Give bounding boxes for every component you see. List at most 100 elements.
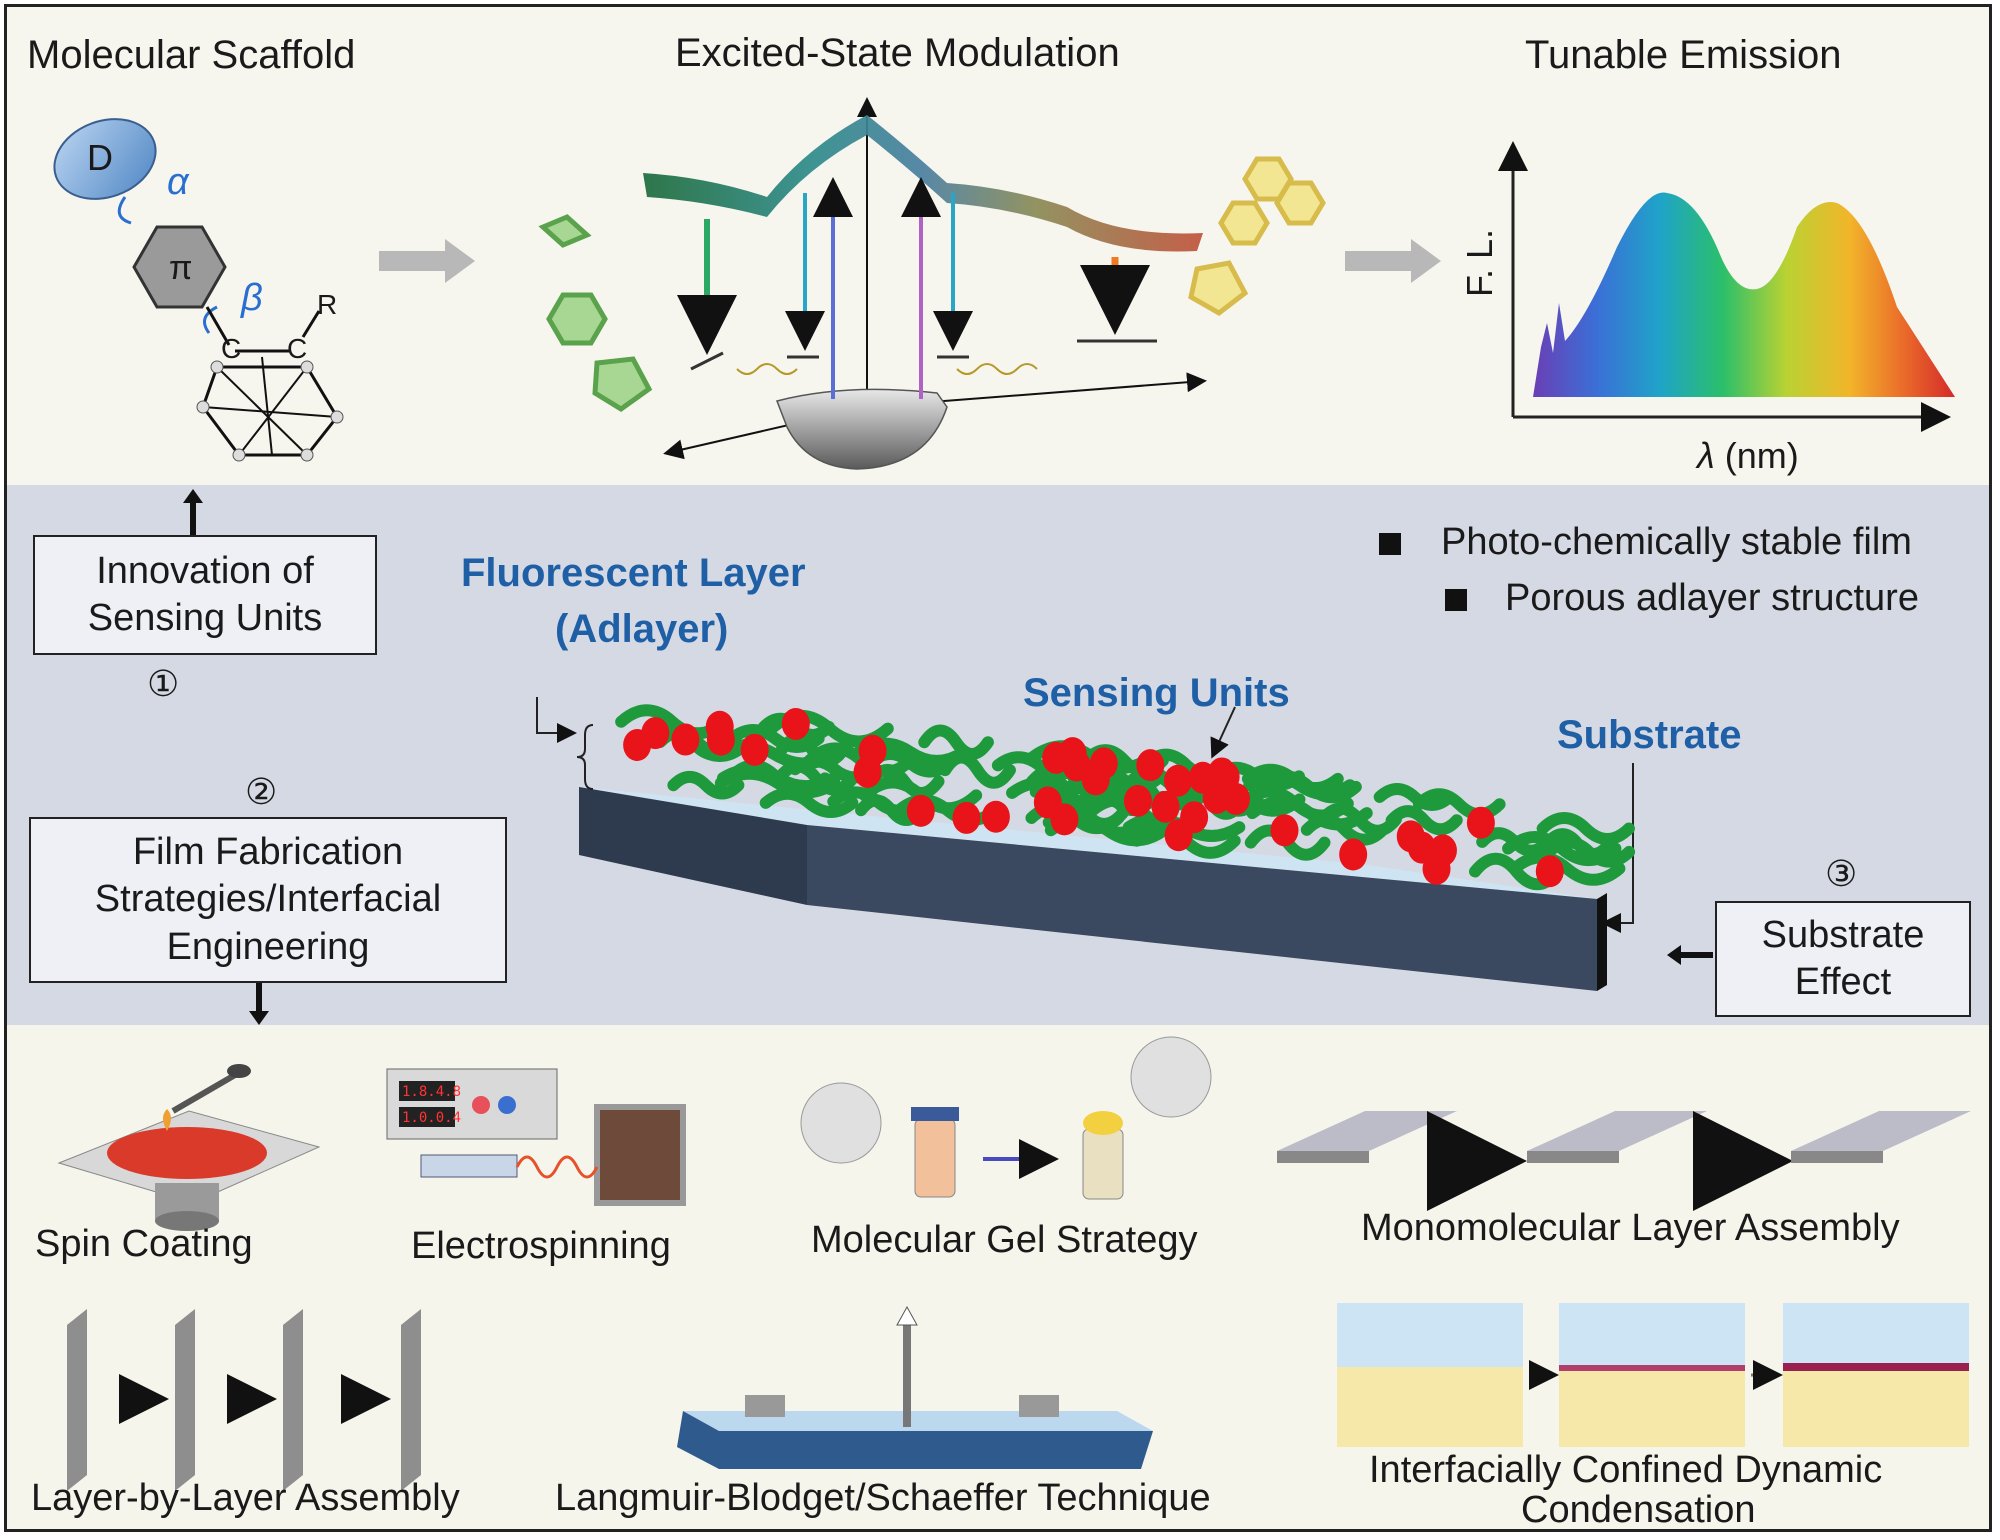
fluorescent-layer-label: Fluorescent Layer xyxy=(461,551,806,595)
monomolecular-illustration xyxy=(1277,1111,1971,1211)
illustration-layer xyxy=(53,97,1971,1491)
spectrum-ylabel: F. L. xyxy=(1459,228,1500,297)
sensing-unit-dot xyxy=(671,723,700,756)
interfacial-caption-line1: Interfacially Confined Dynamic xyxy=(1369,1449,1883,1491)
sensing-unit-dot xyxy=(906,794,935,827)
pi-label: π xyxy=(169,249,193,287)
interfacial-caption-line2: Condensation xyxy=(1521,1489,1756,1531)
film-fabrication-box: Film Fabrication Strategies/Interfacial … xyxy=(29,817,507,983)
arrow-to-excited-state xyxy=(379,239,475,283)
sensing-unit-dot xyxy=(1151,790,1180,823)
left-arrow-head xyxy=(1667,945,1681,965)
sensing-unit-dot xyxy=(1136,749,1165,782)
fluorescent-adlayer xyxy=(615,704,1636,891)
langmuir-caption: Langmuir-Blodget/Schaeffer Technique xyxy=(555,1477,1211,1519)
sensing-unit-dot xyxy=(1428,834,1457,867)
bullet-porous-structure: Porous adlayer structure xyxy=(1505,577,1919,619)
polymer-strand xyxy=(1536,812,1635,845)
polymer-strand xyxy=(759,787,859,819)
polymer-strand xyxy=(1543,836,1636,868)
bullet-square xyxy=(1379,533,1401,555)
carbon-label-2: C xyxy=(287,333,308,364)
polymer-strand xyxy=(1373,783,1456,811)
r-group-label: R xyxy=(317,289,338,320)
molecular-gel-illustration xyxy=(800,1036,1212,1200)
alpha-label: α xyxy=(167,161,189,203)
sensing-unit-dot xyxy=(853,755,882,788)
sensing-unit-dot xyxy=(706,723,735,756)
sensing-unit-dot xyxy=(952,801,981,834)
polymer-strand xyxy=(1243,770,1356,801)
langmuir-illustration xyxy=(677,1305,1153,1469)
molecular-gel-caption: Molecular Gel Strategy xyxy=(811,1219,1198,1261)
device-display-1: 1.8.4.8 xyxy=(402,1084,462,1100)
excited-state-title: Excited-State Modulation xyxy=(675,31,1120,75)
sensing-unit-dot xyxy=(1270,814,1299,847)
lambda-symbol: λ xyxy=(1697,435,1715,476)
sensing-unit-dot xyxy=(981,800,1010,833)
nm-unit: (nm) xyxy=(1714,435,1799,476)
polymer-strand xyxy=(1316,802,1402,837)
interfacial-condensation-illustration xyxy=(1337,1303,1969,1447)
energy-diagram xyxy=(643,97,1207,470)
adlayer-label: (Adlayer) xyxy=(555,607,729,651)
polymer-strand xyxy=(918,724,994,760)
polymer-strand xyxy=(667,770,745,800)
innovation-box: Innovation of Sensing Units xyxy=(33,535,377,655)
arrow-to-emission xyxy=(1345,239,1441,283)
monomolecular-caption: Monomolecular Layer Assembly xyxy=(1361,1207,1900,1249)
sensing-unit-dot xyxy=(1535,855,1564,888)
substrate-label: Substrate xyxy=(1557,713,1742,757)
lbl-caption: Layer-by-Layer Assembly xyxy=(31,1477,460,1519)
spin-coating-illustration xyxy=(57,1064,321,1231)
spin-coating-caption: Spin Coating xyxy=(35,1223,253,1265)
emission-spectrum xyxy=(1498,141,1955,432)
sensing-unit-dot xyxy=(1466,806,1495,839)
sensing-unit-dot xyxy=(1164,819,1193,852)
tunable-emission-title: Tunable Emission xyxy=(1525,33,1842,77)
sensing-unit-dot xyxy=(1396,820,1425,853)
figure-frame: Molecular Scaffold Excited-State Modulat… xyxy=(4,4,1992,1532)
molecular-scaffold-title: Molecular Scaffold xyxy=(27,33,356,77)
carbon-label-1: C xyxy=(221,333,242,364)
up-arrow-head xyxy=(183,489,203,503)
electrospinning-illustration xyxy=(386,1068,686,1206)
polymer-strand xyxy=(723,759,831,798)
sensing-units-pointer xyxy=(1210,706,1236,759)
electrospinning-caption: Electrospinning xyxy=(411,1225,671,1267)
green-molecule-icon xyxy=(538,214,653,412)
polymer-strand xyxy=(1385,805,1463,836)
sensing-unit-dot xyxy=(740,733,769,766)
step-three-number: ③ xyxy=(1825,853,1858,894)
layer-by-layer-illustration xyxy=(67,1309,421,1491)
substrate-effect-box: Substrate Effect xyxy=(1715,901,1971,1017)
sensing-unit-dot xyxy=(1339,838,1368,871)
sensing-unit-dot xyxy=(1221,782,1250,815)
sensing-unit-dot xyxy=(1089,747,1118,780)
beta-label: β xyxy=(241,277,263,319)
polymer-strand xyxy=(773,760,860,796)
bullet-stable-film: Photo-chemically stable film xyxy=(1441,521,1912,563)
donor-label: D xyxy=(87,137,113,178)
sensing-unit-dot xyxy=(1033,786,1062,819)
polymer-strand xyxy=(775,733,850,767)
polymer-strand xyxy=(1508,851,1626,886)
molecular-scaffold-drawing xyxy=(53,118,344,462)
step-two-number: ② xyxy=(245,771,278,812)
sensing-unit-dot xyxy=(781,707,810,740)
sensing-unit-dot xyxy=(1058,737,1087,770)
bullet-square xyxy=(1445,589,1467,611)
sensing-unit-dot xyxy=(1163,764,1192,797)
adlayer-bracket xyxy=(576,724,594,790)
spectrum-xlabel: λ (nm) xyxy=(1697,435,1799,477)
step-one-number: ① xyxy=(147,663,180,704)
sensing-unit-dot xyxy=(641,717,670,750)
down-arrow-head xyxy=(249,1011,269,1025)
sensing-unit-dot xyxy=(1188,761,1217,794)
yellow-molecule-icon xyxy=(1188,156,1326,316)
sensing-units-label: Sensing Units xyxy=(1023,671,1290,715)
adlayer-pointer xyxy=(536,697,577,743)
substrate-pointer xyxy=(1601,763,1634,933)
device-display-2: 1.0.0.4 xyxy=(402,1110,462,1126)
sensing-unit-dot xyxy=(1123,784,1152,817)
